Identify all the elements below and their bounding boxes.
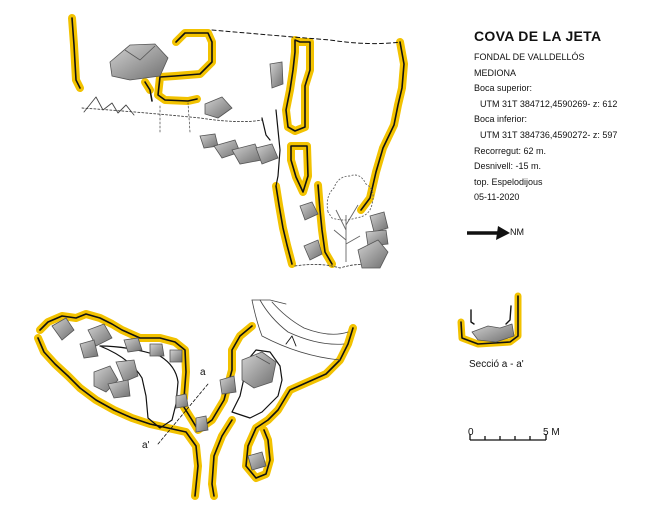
lower-entrance-coords: UTM 31T 384736,4590272- z: 597: [480, 129, 618, 140]
upper-entrance-label: Boca superior:: [474, 83, 533, 94]
section-a-a: [457, 292, 522, 348]
surveyor-text: top. Espelodijous: [474, 176, 543, 187]
municipality-text: MEDIONA: [474, 67, 517, 78]
lower-entrance-label: Boca inferior:: [474, 114, 528, 125]
cave-profile: [68, 14, 408, 269]
north-arrow: [467, 226, 510, 240]
tree-drawing: [326, 174, 374, 262]
section-label: Secció a - a': [469, 359, 524, 370]
scale-start-label: 0: [468, 427, 474, 438]
survey-legend: COVA DE LA JETA FONDAL DE VALLDELLÓS MED…: [474, 28, 644, 206]
locality-text: FONDAL DE VALLDELLÓS: [474, 52, 585, 62]
depth-text: Desnivell: -15 m.: [474, 161, 542, 172]
section-mark-a: a: [200, 367, 206, 378]
cave-title: COVA DE LA JETA: [474, 28, 602, 44]
scale-bar: [469, 434, 547, 441]
cave-plan: [34, 299, 357, 500]
upper-entrance-coords: UTM 31T 384712,4590269- z: 612: [480, 98, 618, 109]
date-text: 05-11-2020: [474, 192, 520, 203]
section-mark-a-prime: a': [142, 440, 150, 451]
length-text: Recorregut: 62 m.: [474, 145, 547, 156]
north-label: NM: [510, 227, 524, 237]
rock-blocks-plan: [51, 317, 277, 471]
rock-blocks-profile: [109, 43, 389, 269]
scale-end-label: 5 M: [543, 427, 560, 438]
